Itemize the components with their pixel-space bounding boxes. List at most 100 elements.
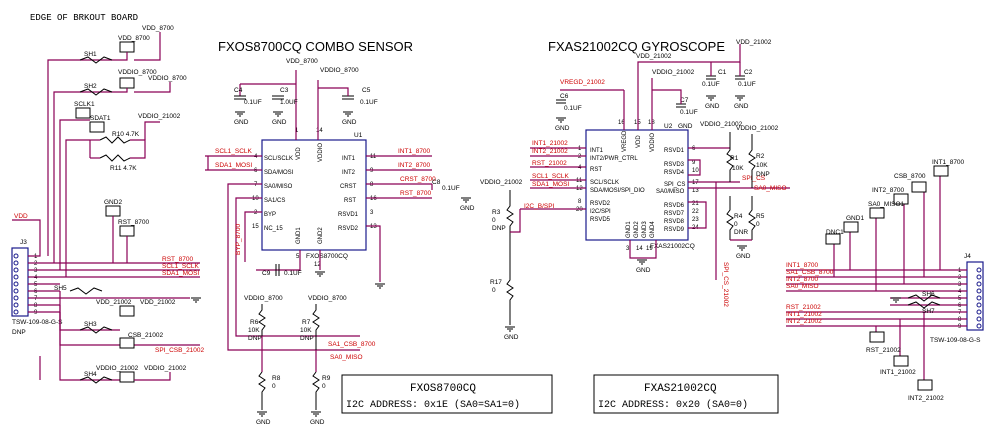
vdd-8700-label-b: VDD_8700 [142,25,174,32]
gnd2-label: GND2 [104,199,122,206]
j4-pin: 9 [958,324,962,330]
u2-net-rst: RST_21002 [532,160,567,167]
u2-pin-num: 8 [578,199,582,205]
u1-pin-num: 15 [252,224,259,230]
sh3-label: SH3 [84,321,97,328]
c1-val: 0.1UF [702,81,720,88]
sh6-label: SH6 [922,291,935,298]
connector-j4: J4 TSW-109-08-G-S 1 2 3 4 5 6 7 8 9 [930,253,984,344]
r4-ref: R4 [734,213,743,220]
c1-gnd: GND [705,103,720,110]
cap-c7: C7 0.1UF GND [676,97,698,130]
u2-net-int1: INT1_21002 [532,140,568,147]
sh7-label: SH7 [922,308,935,315]
r3-val: 0 [492,217,496,224]
u1-pin-num: 16 [370,196,377,202]
r4-val: 0 [734,221,738,228]
u2-net-scl1: SCL1_SCLK [532,173,570,180]
tp-gnd1: GND1 [846,215,864,222]
u1-pin-num: 9 [370,168,374,174]
vregd-21002-label: VREGD_21002 [560,79,605,86]
chip-u2: U2 FXAS21002CQ INT1 INT2/PWR_CTRL RST SC… [576,120,699,252]
c4-ref: C4 [234,87,243,94]
sdat1-label: SDAT1 [90,115,111,122]
u1-pin-num: 5 [296,254,300,260]
resistor-r17: R17 0 GND [490,260,519,341]
u2-pin-name: RSVD1 [664,148,685,154]
tp-rst-21002: RST_21002 [866,347,901,354]
tp-sa0-miso1: SA0_MISO1 [868,201,905,208]
j3-pin: 8 [34,303,38,309]
c7-val: 0.1UF [680,109,698,116]
u1-pin-name: VDD [296,147,302,160]
j4-pin: 7 [958,310,962,316]
r9-gnd: GND [310,419,325,426]
j4-net-int1-21002: INT1_21002 [786,311,822,318]
address-box-part: FXOS8700CQ [410,383,476,395]
u1-net-scl1: SCL1_SCLK [215,148,253,155]
u1-net-sda1: SDA1_MOSI [215,162,252,169]
r5-val: 0 [756,221,760,228]
u1-pin-num: 8 [370,182,374,188]
j3-pin: 9 [34,310,38,316]
u1-pin-name: RST [344,198,356,204]
u1-vddio-label: VDDIO_8700 [320,67,359,74]
j4-pin: 5 [958,296,962,302]
cap-c1: C1 0.1UF GND [702,69,727,110]
resistor-r2: R2 10K DNP [748,134,770,188]
net-label-vdd: VDD [14,213,28,220]
u2-net-sa0-miso: SA0_MISO [754,185,787,192]
u2-pin-num: 13 [692,188,699,194]
net-label-scl1-sclk: SCL1_SCLK [162,263,200,270]
u2-pin-num: 10 [692,168,699,174]
u2-pin-num: 4 [578,165,582,171]
u2-pin-name: GND3 [642,221,648,238]
u2-pin-num: 3 [626,246,630,252]
u2-pin-name: RST [590,167,602,173]
r6-vddio: VDDIO_8700 [244,295,283,302]
u1-pin-name: GND1 [296,227,302,244]
cap-c2: C2 0.1UF GND [734,69,756,110]
u2-pin-name: RSVD6 [664,203,685,209]
u2-pin-name: RSVD8 [664,219,685,225]
c6-val: 0.1UF [564,105,582,112]
c3-val: 1.0UF [280,99,298,106]
r3-dnp: DNP [492,225,506,232]
combo-sensor-title: FXOS8700CQ COMBO SENSOR [218,39,413,54]
r11-label: R11 4.7K [110,165,137,172]
u1-pin-name: RSVD2 [338,226,359,232]
address-box-address: I2C ADDRESS: 0x20 (SA0=0) [598,399,748,411]
u2-pin-name: INT2/PWR_CTRL [590,156,638,162]
r1-val: 10K [732,165,744,172]
u1-pin-name: GND2 [318,227,324,244]
j4-net-int1-8700: INT1_8700 [786,262,819,269]
r7-ref: R7 [302,319,311,326]
j3-pin: 6 [34,289,38,295]
r1-ref: R1 [730,155,739,162]
u2-pin-num: 23 [692,217,699,223]
c3-gnd: GND [272,119,287,126]
c6-gnd: GND [555,125,570,132]
u1-net-int1: INT1_8700 [398,148,431,155]
tp-int1-8700: INT1_8700 [932,159,965,166]
cap-c9: C9 0.1UF [262,264,302,277]
r17-gnd: GND [504,334,519,341]
vddio-8700-label: VDDIO_8700 [118,69,157,76]
j4-net-rst-21002: RST_21002 [786,304,821,311]
net-label-rst-8700: RST_8700 [162,256,193,263]
r2-vddio: VDDIO_21002 [736,125,779,132]
connector-j3: J3 TSW-109-08-G-S DNP 1 2 3 4 5 6 7 8 9 [11,239,63,336]
resistor-r10: R10 4.7K [99,131,140,144]
r6-dnp: DNP [248,335,262,342]
u1-pin-num: 10 [252,196,259,202]
u2-pin-num: 21 [692,201,699,207]
u1-pin-name: BYP [264,212,276,218]
tp-int2-8700: INT2_8700 [872,187,905,194]
u2-net-spi-cs: SPI_CS [742,175,766,182]
tp-dnc1: DNC1 [826,229,844,236]
u1-pin-name: INT2 [342,170,356,176]
u2-pin-name: RSVD9 [664,227,685,233]
u2-pin-name: GND2 [634,221,640,238]
u1-net-crst: CRST_8700 [400,176,436,183]
u1-pin-num: 11 [370,154,377,160]
